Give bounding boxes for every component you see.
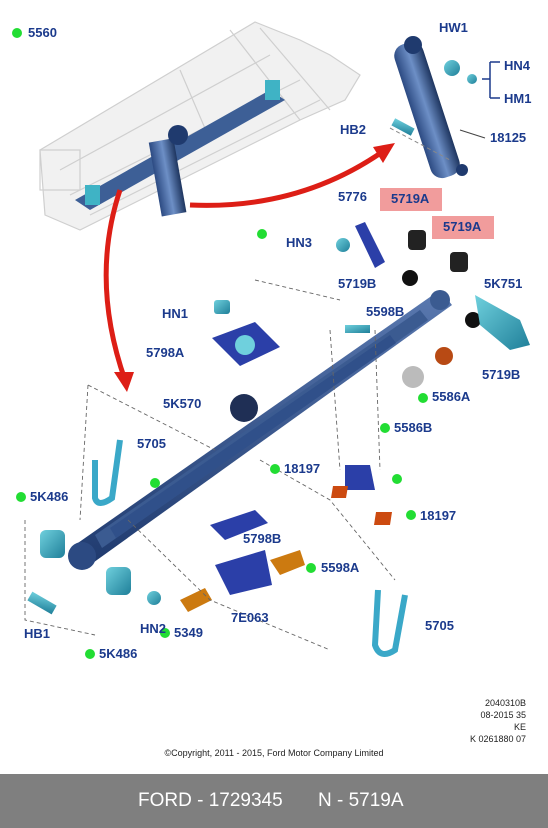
marker-dot	[160, 628, 170, 638]
label-5586b: 5586B	[394, 420, 433, 435]
marker-dot	[150, 478, 160, 488]
label-5k570: 5K570	[163, 396, 202, 411]
leaf-spring	[68, 290, 452, 570]
legend-marker	[12, 28, 22, 38]
label-5598b: 5598B	[366, 304, 405, 319]
highlight-5719a-2	[432, 216, 494, 239]
label-5776: 5776	[338, 189, 367, 204]
marker-dot	[392, 474, 402, 484]
label-5k751: 5K751	[484, 276, 523, 291]
marker-dot	[306, 563, 316, 573]
label-5719b-1: 5719B	[338, 276, 377, 291]
ref-line-4: K 0261880 07	[469, 734, 526, 744]
label-5719b-2: 5719B	[482, 367, 521, 382]
label-5349: 5349	[174, 625, 203, 640]
label-18197-1: 18197	[284, 461, 321, 476]
marker-dot	[85, 649, 95, 659]
label-5598a: 5598A	[321, 560, 360, 575]
footer-item-number: N - 5719A	[318, 790, 404, 811]
shock-top-hardware	[389, 60, 500, 161]
marker-dot	[16, 492, 26, 502]
label-5k486-2: 5K486	[99, 646, 138, 661]
spring-hanger-bracket	[336, 222, 530, 350]
marker-dot	[380, 423, 390, 433]
bushings-and-bolts	[27, 325, 392, 615]
highlight-5719a-1	[380, 188, 442, 211]
frame-axle-sketch	[75, 80, 285, 217]
red-arrowhead-down	[114, 372, 134, 392]
label-5719a-1: 5719A	[391, 191, 430, 206]
label-hn3: HN3	[286, 235, 313, 250]
ref-line-1: 2040310B	[484, 698, 526, 708]
red-arrows	[103, 147, 387, 381]
legend-label: 5560	[28, 25, 57, 40]
label-hm1: HM1	[504, 91, 532, 106]
marker-dot	[257, 229, 267, 239]
label-5719a-2: 5719A	[443, 219, 482, 234]
label-hn2: HN2	[140, 621, 167, 636]
label-5798b: 5798B	[243, 531, 282, 546]
exploded-parts-diagram	[24, 21, 530, 657]
label-5705-2: 5705	[425, 618, 454, 633]
red-arrowhead-right	[373, 143, 395, 163]
label-hn4: HN4	[504, 58, 531, 73]
ref-line-2: 08-2015 35	[480, 710, 526, 720]
marker-dot	[418, 393, 428, 403]
footer-part-number: FORD - 1729345	[138, 790, 283, 811]
label-5k486-1: 5K486	[30, 489, 69, 504]
label-hn1: HN1	[162, 306, 189, 321]
shock-absorber	[394, 36, 468, 179]
leader-lines	[24, 279, 396, 651]
copyright-text: ©Copyright, 2011 - 2015, Ford Motor Comp…	[164, 748, 384, 758]
marker-dot	[406, 510, 416, 520]
reference-block: 2040310B 08-2015 35 KE K 0261880 07	[470, 697, 526, 745]
label-5798a: 5798A	[146, 345, 185, 360]
label-hb2: HB2	[340, 122, 367, 137]
ref-line-3: KE	[513, 722, 526, 732]
label-hw1: HW1	[439, 20, 468, 35]
marker-dot	[270, 464, 280, 474]
label-18125: 18125	[490, 130, 527, 145]
label-7e063: 7E063	[231, 610, 269, 625]
spring-plate-assembly	[212, 300, 280, 422]
label-hb1: HB1	[24, 626, 51, 641]
label-18197-2: 18197	[420, 508, 457, 523]
lower-plate-and-ubolts	[92, 347, 453, 657]
label-5705-1: 5705	[137, 436, 166, 451]
footer-bar: FORD - 1729345 N - 5719A	[0, 774, 548, 828]
label-5586a: 5586A	[432, 389, 471, 404]
